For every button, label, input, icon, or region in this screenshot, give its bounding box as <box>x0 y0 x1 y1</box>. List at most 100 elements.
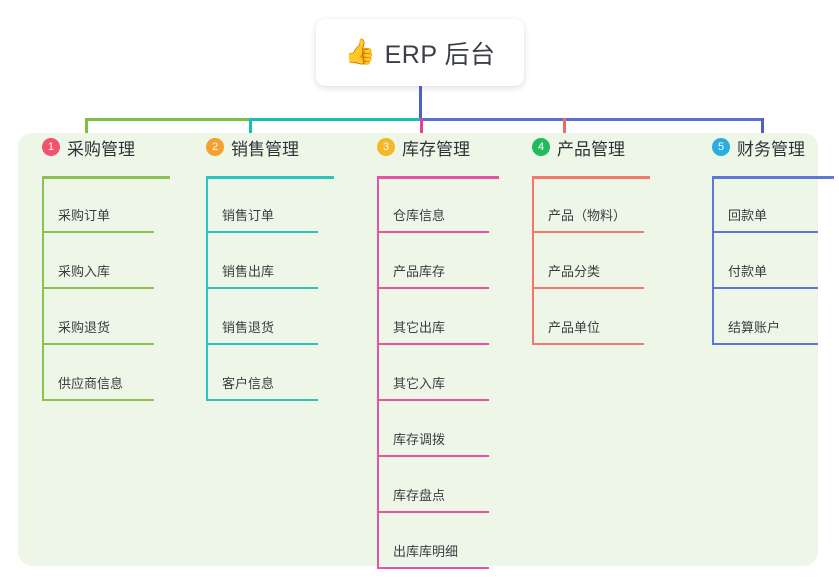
leaf-item-underline <box>42 287 154 289</box>
root-node-label: ERP 后台 <box>384 40 496 69</box>
branch-title-label: 产品管理 <box>557 139 625 159</box>
branch-column-采购管理: 1 采购管理采购订单采购入库采购退货供应商信息 <box>20 133 170 401</box>
leaf-item-underline <box>377 511 489 513</box>
leaf-item-underline <box>712 343 818 345</box>
leaf-item[interactable]: 销售订单 <box>206 177 318 233</box>
branch-number-badge: 4 <box>532 138 550 156</box>
leaf-item[interactable]: 仓库信息 <box>377 177 489 233</box>
connector-bus-segment-2 <box>249 118 420 121</box>
leaf-item-label: 仓库信息 <box>393 208 446 223</box>
leaf-item-label: 采购入库 <box>58 264 111 279</box>
leaf-item[interactable]: 其它出库 <box>377 289 489 345</box>
leaf-item[interactable]: 销售退货 <box>206 289 318 345</box>
branch-column-产品管理: 4 产品管理产品（物料） 产品分类产品单位 <box>510 133 650 345</box>
leaf-item[interactable]: 回款单 <box>712 177 818 233</box>
leaf-item[interactable]: 库存调拨 <box>377 401 489 457</box>
leaf-item[interactable]: 采购订单 <box>42 177 154 233</box>
leaf-item-underline <box>206 399 318 401</box>
root-node[interactable]: 👍 ERP 后台 <box>316 19 524 86</box>
leaf-item-label: 销售出库 <box>222 264 275 279</box>
branch-header-财务管理[interactable]: 5 财务管理 <box>690 133 805 161</box>
branch-underline <box>712 176 834 179</box>
branch-spine <box>206 177 208 401</box>
connector-bus-segment-1 <box>85 118 249 121</box>
branch-underline <box>206 176 334 179</box>
leaf-item[interactable]: 产品分类 <box>532 233 644 289</box>
leaf-item-label: 产品单位 <box>548 320 601 335</box>
branch-spine <box>532 177 534 345</box>
leaf-item[interactable]: 付款单 <box>712 233 818 289</box>
branch-spine <box>42 177 44 401</box>
branch-underline <box>42 176 170 179</box>
connector-trunk <box>419 86 422 121</box>
leaf-item-label: 库存调拨 <box>393 432 446 447</box>
leaf-item-underline <box>206 287 318 289</box>
leaf-item[interactable]: 采购退货 <box>42 289 154 345</box>
branch-header-销售管理[interactable]: 2 销售管理 <box>184 133 299 161</box>
branch-number-badge: 2 <box>206 138 224 156</box>
branch-header-产品管理[interactable]: 4 产品管理 <box>510 133 625 161</box>
thumbs-up-icon: 👍 <box>344 38 376 66</box>
leaf-item-underline <box>712 231 818 233</box>
leaf-item-underline <box>532 343 644 345</box>
leaf-item-label: 库存盘点 <box>393 488 446 503</box>
branch-number-badge: 1 <box>42 138 60 156</box>
leaf-item[interactable]: 出库库明细 <box>377 513 489 569</box>
leaf-item-underline <box>712 287 818 289</box>
leaf-item-underline <box>377 231 489 233</box>
leaf-item-label: 产品（物料） <box>548 208 627 223</box>
branch-header-采购管理[interactable]: 1 采购管理 <box>20 133 135 161</box>
leaf-item[interactable]: 供应商信息 <box>42 345 154 401</box>
leaf-item-label: 销售退货 <box>222 320 275 335</box>
connector-bus-segment-3 <box>420 118 762 121</box>
branch-title-label: 采购管理 <box>67 139 135 159</box>
leaf-item[interactable]: 销售出库 <box>206 233 318 289</box>
leaf-item-underline <box>377 343 489 345</box>
branch-spine <box>377 177 379 569</box>
leaf-item[interactable]: 其它入库 <box>377 345 489 401</box>
leaf-item-underline <box>42 231 154 233</box>
leaf-item-underline <box>206 343 318 345</box>
branch-underline <box>532 176 650 179</box>
branch-number-badge: 5 <box>712 138 730 156</box>
leaf-item[interactable]: 产品库存 <box>377 233 489 289</box>
leaf-item-underline <box>377 567 489 569</box>
branch-number-badge: 3 <box>377 138 395 156</box>
leaf-item-underline <box>42 399 154 401</box>
leaf-item-label: 销售订单 <box>222 208 275 223</box>
branch-underline <box>377 176 499 179</box>
leaf-item[interactable]: 产品单位 <box>532 289 644 345</box>
branches-panel: 1 采购管理采购订单采购入库采购退货供应商信息 2 销售管理销售订单销售出库销售退货客… <box>18 133 834 569</box>
leaf-item-label: 供应商信息 <box>58 376 124 391</box>
leaf-item[interactable]: 产品（物料） <box>532 177 644 233</box>
leaf-item-underline <box>377 287 489 289</box>
branch-title-label: 销售管理 <box>231 139 299 159</box>
leaf-item-label: 结算账户 <box>728 320 781 335</box>
leaf-item-underline <box>532 231 644 233</box>
leaf-item-label: 回款单 <box>728 208 768 223</box>
leaf-item-label: 客户信息 <box>222 376 275 391</box>
leaf-item[interactable]: 结算账户 <box>712 289 818 345</box>
branch-spine <box>712 177 714 345</box>
leaf-item-label: 产品库存 <box>393 264 446 279</box>
branch-title-label: 财务管理 <box>737 139 805 159</box>
leaf-item-label: 产品分类 <box>548 264 601 279</box>
leaf-item-underline <box>42 343 154 345</box>
leaf-item-underline <box>206 231 318 233</box>
leaf-item[interactable]: 采购入库 <box>42 233 154 289</box>
leaf-item-label: 采购订单 <box>58 208 111 223</box>
leaf-item-label: 其它入库 <box>393 376 446 391</box>
leaf-item-label: 其它出库 <box>393 320 446 335</box>
branch-column-财务管理: 5 财务管理回款单付款单结算账户 <box>690 133 834 345</box>
leaf-item-underline <box>532 287 644 289</box>
leaf-item-label: 采购退货 <box>58 320 111 335</box>
leaf-item[interactable]: 库存盘点 <box>377 457 489 513</box>
leaf-item-label: 出库库明细 <box>393 544 459 559</box>
leaf-item-underline <box>377 455 489 457</box>
branch-column-销售管理: 2 销售管理销售订单销售出库销售退货客户信息 <box>184 133 334 401</box>
leaf-item-underline <box>377 399 489 401</box>
leaf-item[interactable]: 客户信息 <box>206 345 318 401</box>
